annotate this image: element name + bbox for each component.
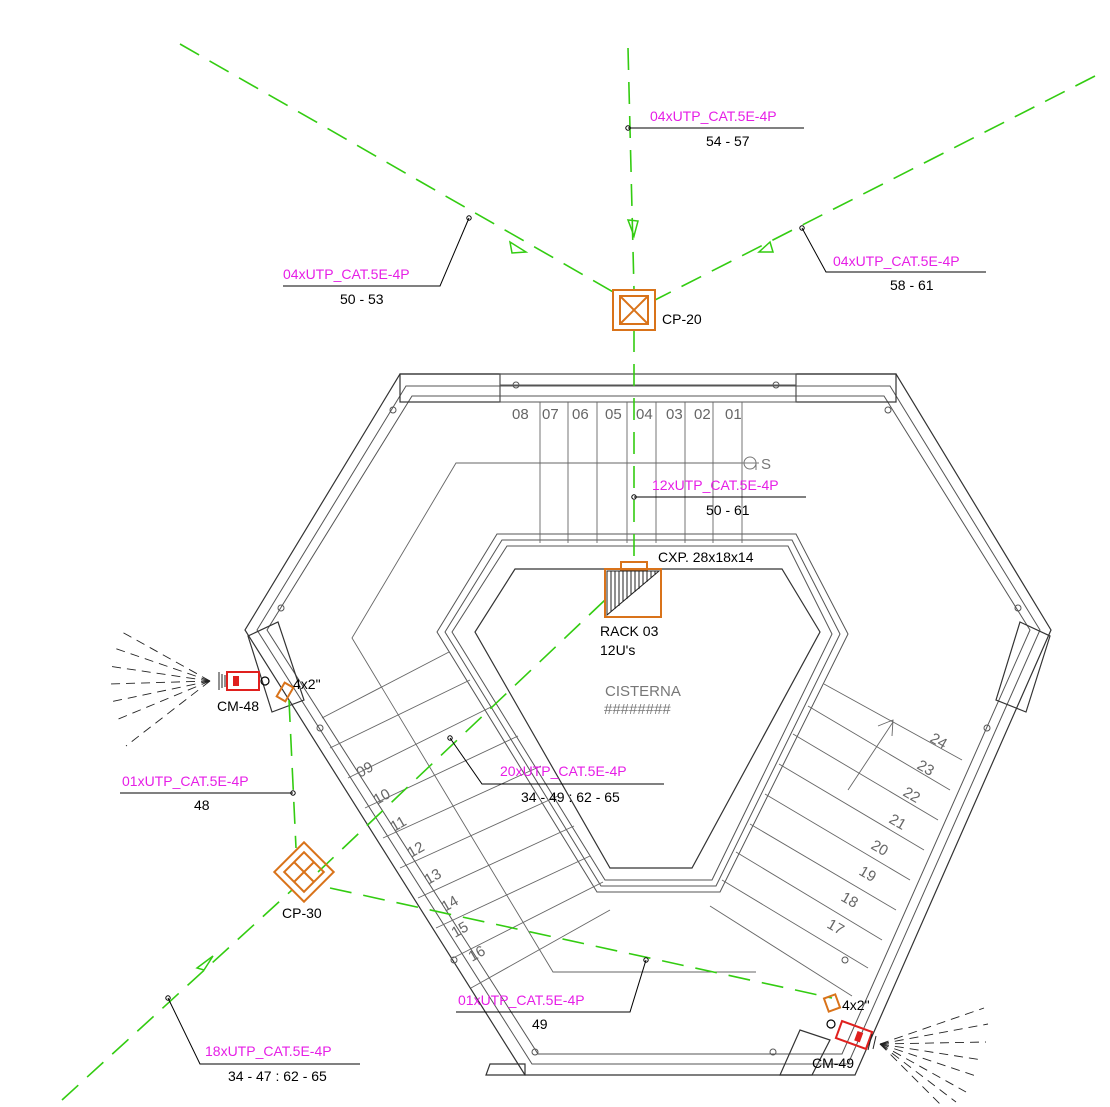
cable-range: 49 xyxy=(532,1016,548,1032)
cable-range: 54 - 57 xyxy=(706,133,750,149)
room-name: CISTERNA xyxy=(605,683,681,700)
step-number: 16 xyxy=(466,942,489,965)
step-number: 05 xyxy=(605,406,622,423)
step-number: 20 xyxy=(868,837,891,860)
step-number: 04 xyxy=(636,406,653,423)
cable-label-cam-left: 01xUTP_CAT.5E-4P 48 xyxy=(122,773,249,813)
pull-box-cp20[interactable]: CP-20 xyxy=(612,289,702,331)
camera-cm49[interactable]: 4x2" CM-49 xyxy=(812,993,877,1071)
route-top-right xyxy=(654,75,1096,301)
step-number: 12 xyxy=(405,838,428,861)
cable-spec: 20xUTP_CAT.5E-4P xyxy=(500,763,627,779)
cable-spec: 04xUTP_CAT.5E-4P xyxy=(833,253,960,269)
camera-label: CM-48 xyxy=(217,698,259,714)
step-number: 23 xyxy=(914,757,937,780)
cable-range: 34 - 47 : 62 - 65 xyxy=(228,1068,327,1084)
camera-cm48-fov xyxy=(107,631,211,747)
stair-right xyxy=(709,683,963,997)
step-number: 17 xyxy=(824,916,847,939)
device-label: CP-20 xyxy=(662,311,702,327)
cisterna-core xyxy=(436,533,849,893)
cable-label-top-right: 04xUTP_CAT.5E-4P 58 - 61 xyxy=(833,253,960,293)
outlet-box-label: 4x2" xyxy=(293,676,321,692)
step-number: 19 xyxy=(856,863,879,886)
step-number: 03 xyxy=(666,406,683,423)
cable-spec: 04xUTP_CAT.5E-4P xyxy=(283,266,410,282)
cable-spec: 01xUTP_CAT.5E-4P xyxy=(458,992,585,1008)
flow-arrows xyxy=(195,219,775,971)
step-numbers-top: 08 07 06 05 04 03 02 01 xyxy=(512,406,742,423)
drain-label: S xyxy=(761,456,771,473)
arrow-icon xyxy=(195,955,214,971)
step-number: 15 xyxy=(449,918,472,941)
device-label: CP-30 xyxy=(282,905,322,921)
cable-range: 48 xyxy=(194,797,210,813)
step-number: 13 xyxy=(422,865,445,888)
pull-box-cp30[interactable]: CP-30 xyxy=(272,840,336,921)
arrow-icon xyxy=(626,219,639,239)
cable-label-center: 20xUTP_CAT.5E-4P 34 - 49 : 62 - 65 xyxy=(500,763,627,805)
cable-label-top-left: 04xUTP_CAT.5E-4P 50 - 53 xyxy=(283,266,410,307)
building-walls xyxy=(244,373,1052,1076)
rack-03[interactable]: CXP. 28x18x14 RACK 03 12U's xyxy=(600,549,754,658)
outlet-box-label: 4x2" xyxy=(842,997,870,1013)
cable-label-bottom-left: 18xUTP_CAT.5E-4P 34 - 47 : 62 - 65 xyxy=(205,1043,332,1084)
cxp-label: CXP. 28x18x14 xyxy=(658,549,754,565)
step-number: 14 xyxy=(439,892,462,915)
cable-range: 50 - 53 xyxy=(340,291,384,307)
step-numbers-left: 09 10 11 12 13 14 15 16 xyxy=(354,758,489,965)
step-number: 10 xyxy=(371,785,394,808)
route-top-left xyxy=(179,43,616,294)
camera-cm48[interactable]: 4x2" CM-48 xyxy=(217,671,321,714)
step-number: 24 xyxy=(927,730,950,753)
step-number: 18 xyxy=(838,889,861,912)
step-number: 09 xyxy=(354,758,377,781)
cable-label-cam-bottom: 01xUTP_CAT.5E-4P 49 xyxy=(458,992,585,1032)
cable-routes xyxy=(61,43,1096,1101)
cisterna-label: CISTERNA ######## xyxy=(604,683,681,718)
step-number: 22 xyxy=(900,784,923,807)
step-number: 02 xyxy=(694,406,711,423)
stair-top xyxy=(351,402,757,973)
cable-spec: 01xUTP_CAT.5E-4P xyxy=(122,773,249,789)
cable-range: 58 - 61 xyxy=(890,277,934,293)
route-cp30-to-cm49 xyxy=(329,887,833,999)
cable-range: 34 - 49 : 62 - 65 xyxy=(521,789,620,805)
cable-spec: 18xUTP_CAT.5E-4P xyxy=(205,1043,332,1059)
label-leaders xyxy=(120,125,986,1065)
step-number: 08 xyxy=(512,406,529,423)
cable-spec: 04xUTP_CAT.5E-4P xyxy=(650,108,777,124)
camera-cm49-fov xyxy=(879,1007,989,1105)
route-cm48-drop xyxy=(288,699,297,849)
route-top xyxy=(627,47,635,291)
room-hatch: ######## xyxy=(604,701,671,718)
arrow-icon xyxy=(508,240,529,254)
step-number: 06 xyxy=(572,406,589,423)
step-number: 11 xyxy=(388,813,410,836)
cable-spec: 12xUTP_CAT.5E-4P xyxy=(652,477,779,493)
rack-name: RACK 03 xyxy=(600,623,659,639)
step-number: 07 xyxy=(542,406,559,423)
step-numbers-right: 24 23 22 21 20 19 18 17 xyxy=(824,730,950,939)
stair-left xyxy=(321,651,611,989)
camera-label: CM-49 xyxy=(812,1055,854,1071)
arrow-icon xyxy=(757,240,775,253)
cable-label-top: 04xUTP_CAT.5E-4P 54 - 57 xyxy=(650,108,777,149)
route-bottom-left xyxy=(61,889,293,1101)
cable-range: 50 - 61 xyxy=(706,502,750,518)
cable-label-riser: 12xUTP_CAT.5E-4P 50 - 61 xyxy=(652,477,779,518)
drain-symbol: S xyxy=(741,456,771,473)
rack-units: 12U's xyxy=(600,642,635,658)
step-number: 21 xyxy=(886,811,909,834)
step-number: 01 xyxy=(725,406,742,423)
